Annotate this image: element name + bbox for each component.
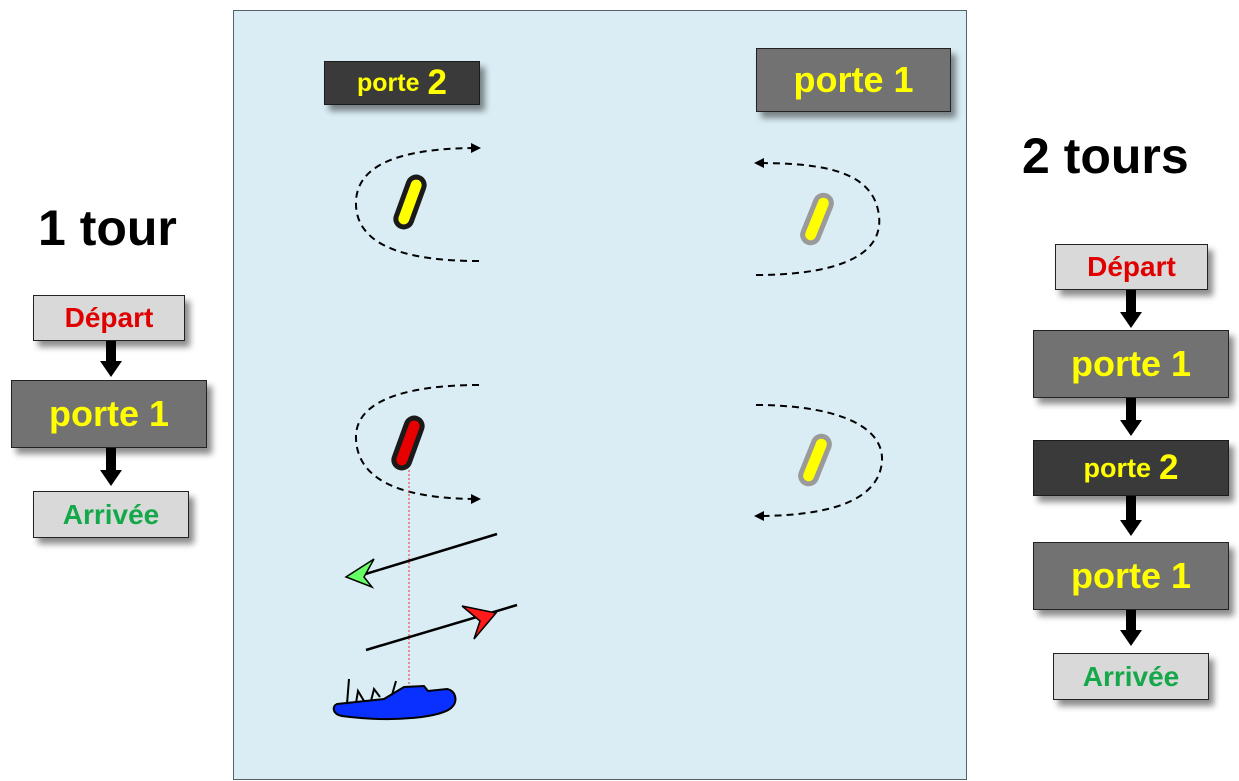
buoy-red-lower-left: [391, 415, 425, 471]
rounding-path-lower-left: [354, 384, 481, 504]
buoy-yellow-upper-right: [800, 192, 834, 246]
committee-boat-icon: [332, 684, 457, 721]
rounding-path-upper-right: [754, 158, 881, 276]
step-arrivee: Arrivée: [33, 491, 189, 538]
step-depart: Départ: [33, 295, 185, 341]
rounding-path-lower-right: [754, 404, 884, 521]
step-porte-1-second: porte 1: [1033, 542, 1229, 610]
start-line: [365, 603, 518, 652]
step-depart: Départ: [1055, 244, 1208, 290]
rounding-path-upper-left: [354, 143, 481, 262]
boat-mast-icon: [346, 678, 397, 705]
step-arrivee: Arrivée: [1053, 653, 1209, 700]
heading-2-tours: 2 tours: [1022, 128, 1189, 184]
red-arrow-icon: [461, 605, 498, 640]
step-porte-1: porte 1: [1033, 330, 1229, 398]
gate-1-label: porte 1: [756, 48, 951, 112]
buoy-yellow-upper-left: [393, 174, 427, 230]
green-arrow-icon: [344, 558, 375, 589]
step-porte-1: porte 1: [11, 380, 207, 448]
finish-line: [358, 532, 498, 578]
buoy-yellow-lower-right: [798, 433, 832, 487]
heading-1-tour: 1 tour: [38, 200, 177, 256]
course-drawing: [332, 143, 884, 721]
